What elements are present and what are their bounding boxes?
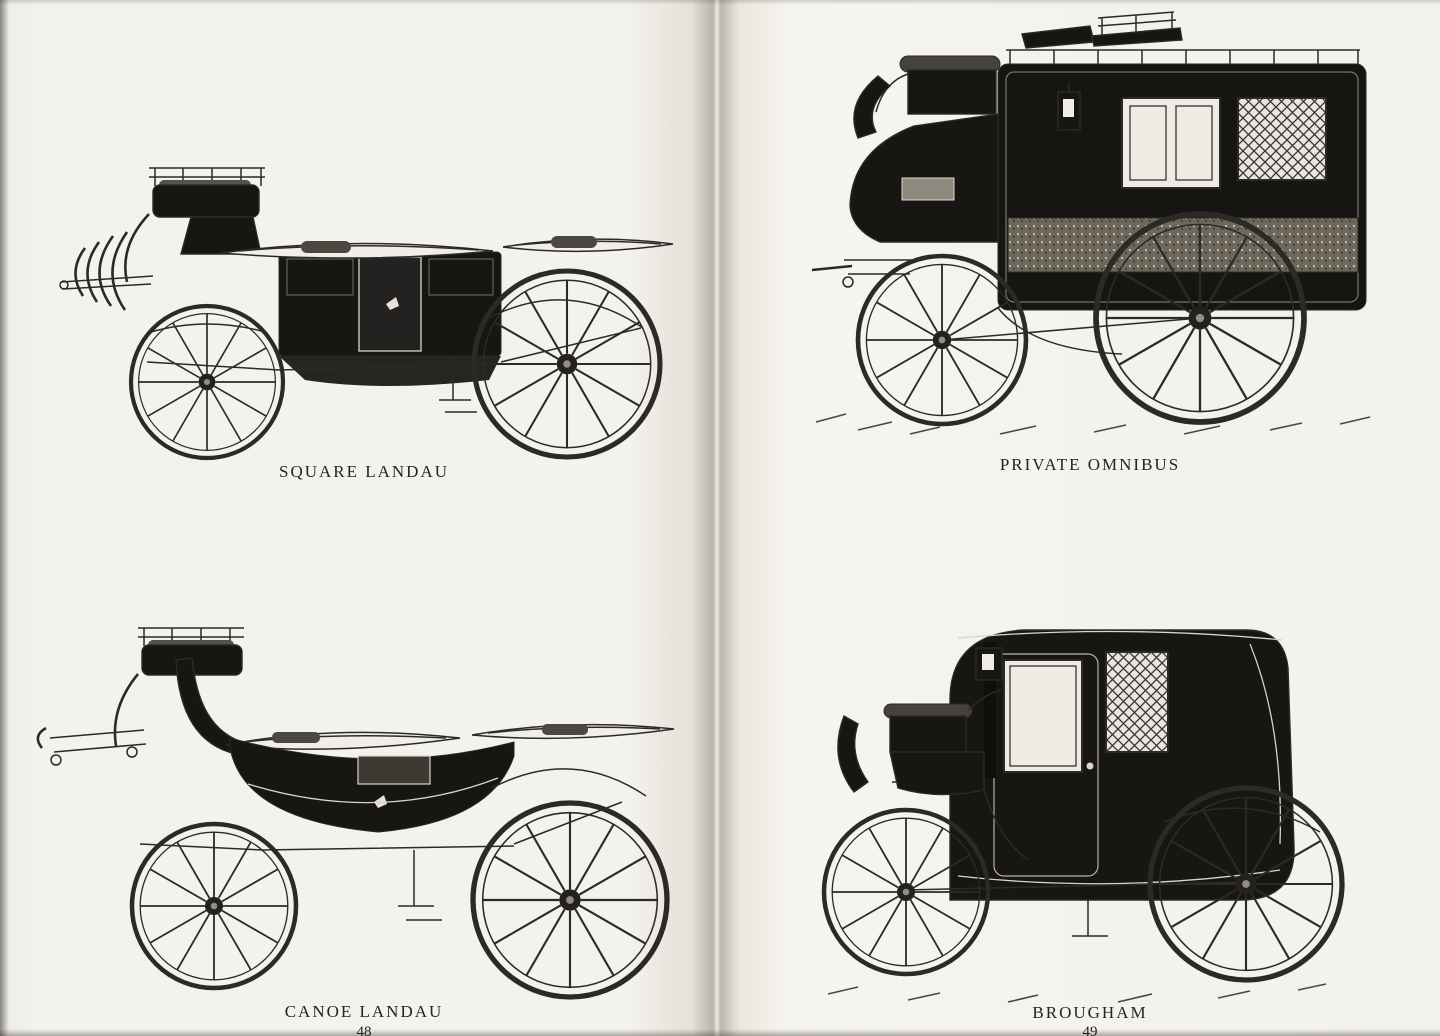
carriage-wheel — [132, 824, 296, 988]
scan-edge-bottom — [0, 1029, 1440, 1036]
carriage-wheel — [858, 256, 1026, 424]
figure-caption-canoe-landau: CANOE LANDAU — [284, 1002, 444, 1021]
figure-caption-private-omnibus: PRIVATE OMNIBUS — [999, 455, 1181, 474]
square-landau-illustration — [59, 167, 674, 462]
page-number-left: 48 — [14, 1024, 714, 1036]
private-omnibus-illustration — [811, 11, 1371, 435]
carriage-wheel — [131, 306, 283, 458]
scan-edge-top — [0, 0, 1440, 5]
scan-edge-left — [0, 0, 9, 1036]
canoe-landau-illustration — [36, 627, 675, 1002]
carriage-wheel — [474, 271, 660, 457]
brougham-illustration — [788, 629, 1353, 1003]
carriage-wheel — [824, 810, 988, 974]
page-number-right: 49 — [740, 1024, 1440, 1036]
carriage-wheel — [473, 803, 667, 997]
left-page — [0, 0, 714, 1036]
page-gutter-fold — [692, 0, 740, 1036]
carriage-wheel — [1150, 788, 1342, 980]
carriage-wheel — [1096, 214, 1304, 422]
figure-caption-square-landau: SQUARE LANDAU — [278, 462, 450, 481]
figure-caption-brougham: BROUGHAM — [1032, 1003, 1148, 1022]
